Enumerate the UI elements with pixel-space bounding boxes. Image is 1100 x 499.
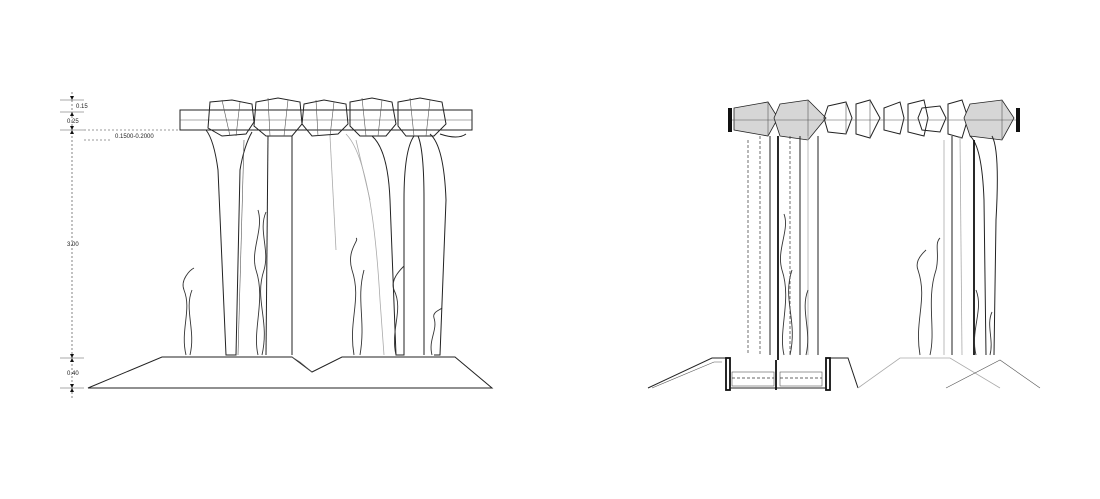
left-elevation: [87, 97, 494, 389]
right-section: [647, 99, 1041, 391]
left-columns: [205, 129, 467, 356]
left-roof: [179, 97, 473, 137]
dimension-chain: 0.15 0.25 0.1500-0.2000 3.00 0.40: [60, 92, 180, 398]
left-ground: [87, 356, 494, 389]
dim-label-top: 0.15: [76, 104, 88, 110]
right-ground: [647, 357, 1041, 391]
right-vegetation: [780, 213, 993, 356]
right-roof: [728, 99, 1020, 141]
dim-label-range: 0.1500-0.2000: [115, 134, 154, 140]
dim-label-base: 0.40: [67, 371, 79, 377]
right-columns: [747, 135, 998, 360]
dim-label-height: 3.00: [67, 242, 79, 248]
dim-label-slab: 0.25: [67, 119, 79, 125]
left-vegetation: [182, 209, 443, 356]
